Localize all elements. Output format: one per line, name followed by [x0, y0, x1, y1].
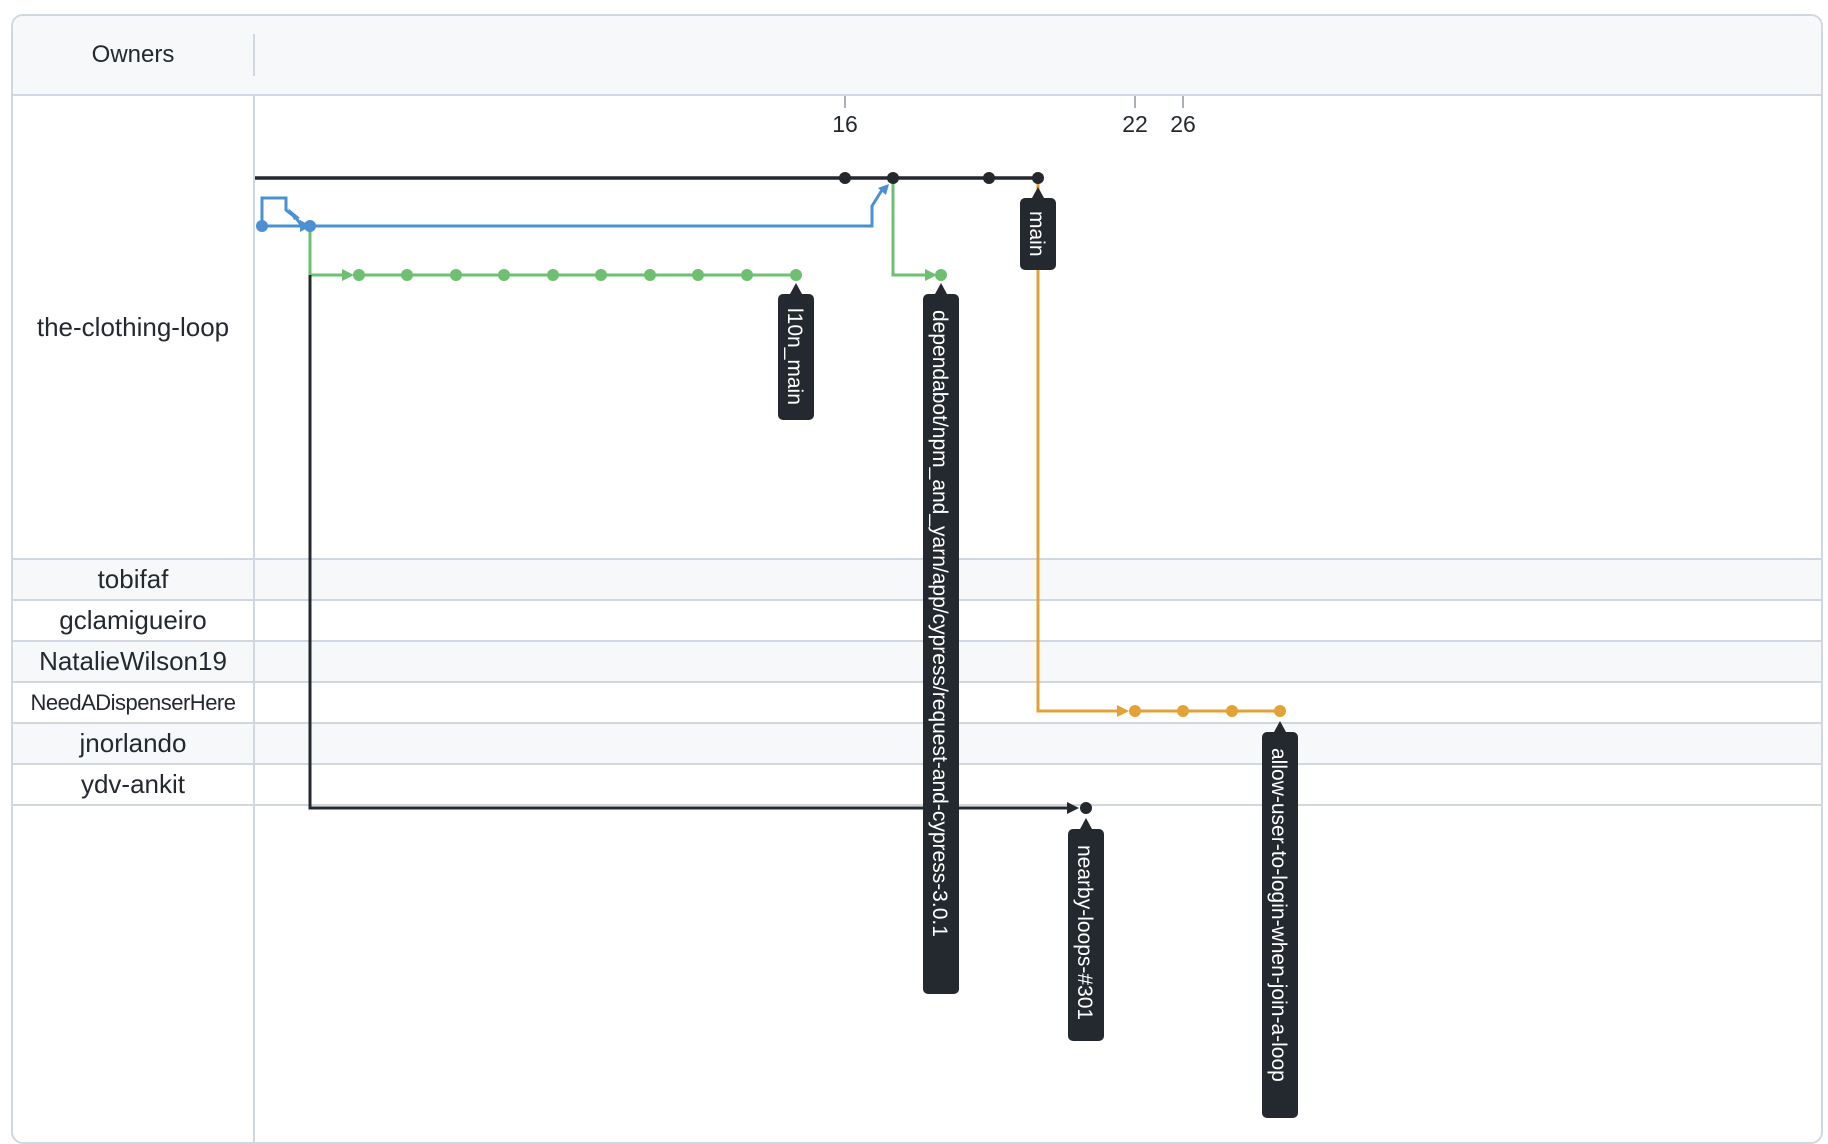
branch-arrow — [925, 269, 937, 281]
owner-row[interactable]: tobifaf — [13, 560, 253, 601]
commit-dot[interactable] — [450, 269, 462, 281]
commit-dot[interactable] — [256, 220, 268, 232]
branch-label-dependabot[interactable]: dependabot/npm_and_yarn/app/cypress/requ… — [923, 283, 959, 994]
branch-dependabot-line — [891, 178, 926, 277]
commit-dot[interactable] — [1177, 705, 1189, 717]
commit-dot[interactable] — [1274, 705, 1286, 717]
date-ticks: 16 22 26 — [832, 96, 1196, 137]
tick-label: 22 — [1122, 111, 1148, 137]
commit-dot[interactable] — [1080, 802, 1092, 814]
commit-dot[interactable] — [983, 172, 995, 184]
commit-dot[interactable] — [935, 269, 947, 281]
branch-label-text: main — [1025, 211, 1048, 257]
commit-dot[interactable] — [887, 172, 899, 184]
branch-label-main[interactable]: main — [1020, 187, 1056, 270]
tick-label: 26 — [1170, 111, 1196, 137]
branch-label-l10n[interactable]: l10n_main — [778, 283, 814, 420]
branch-l10n-line — [308, 226, 796, 277]
commit-dot[interactable] — [401, 269, 413, 281]
owner-name: NatalieWilson19 — [39, 646, 227, 676]
commit-dot[interactable] — [644, 269, 656, 281]
owner-row[interactable]: jnorlando — [13, 724, 253, 765]
branch-label-allow-user[interactable]: allow-user-to-login-when-join-a-loop — [1262, 721, 1298, 1118]
commit-dot[interactable] — [353, 269, 365, 281]
commit-dot[interactable] — [547, 269, 559, 281]
commit-dot[interactable] — [839, 172, 851, 184]
owner-name: the-clothing-loop — [36, 311, 230, 342]
graph-row-band — [255, 765, 1821, 806]
owners-column-title: Owners — [91, 41, 175, 68]
commit-dot[interactable] — [498, 269, 510, 281]
owner-name: ydv-ankit — [80, 769, 186, 799]
owner-row[interactable]: ydv-ankit — [13, 765, 253, 806]
commit-dot[interactable] — [1226, 705, 1238, 717]
branch-arrow — [288, 208, 300, 220]
tick-label: 16 — [832, 111, 858, 137]
commit-dot[interactable] — [741, 269, 753, 281]
branch-label-text: l10n_main — [783, 308, 806, 405]
owner-row[interactable]: NatalieWilson19 — [13, 642, 253, 683]
branch-label-text: nearby-loops-#301 — [1073, 845, 1096, 1020]
branch-nearby-line — [308, 275, 1068, 810]
branch-blue-line — [260, 189, 884, 228]
branch-arrow — [1067, 802, 1079, 814]
commit-dot[interactable] — [1129, 705, 1141, 717]
branch-allow-user-line — [1036, 178, 1280, 713]
owner-row[interactable]: NeedADispenserHere — [13, 683, 253, 724]
owner-name: gclamigueiro — [59, 605, 207, 635]
commit-dots — [256, 172, 1286, 814]
branch-label-text: dependabot/npm_and_yarn/app/cypress/requ… — [928, 310, 951, 937]
owner-name: NeedADispenserHere — [30, 689, 237, 715]
commit-dot[interactable] — [692, 269, 704, 281]
graph-row-band — [255, 683, 1821, 724]
owner-name: jnorlando — [79, 728, 187, 758]
header-divider — [253, 34, 255, 76]
branch-arrow — [342, 269, 354, 281]
commit-dot[interactable] — [304, 220, 316, 232]
commit-dot[interactable] — [1032, 172, 1044, 184]
branch-arrow — [878, 184, 889, 195]
branch-arrow — [1117, 705, 1129, 717]
owner-name: tobifaf — [97, 564, 169, 594]
graph-header: Owners — [13, 16, 1821, 96]
branch-label-nearby[interactable]: nearby-loops-#301 — [1068, 818, 1104, 1041]
owner-row[interactable]: gclamigueiro — [13, 601, 253, 642]
commit-dot[interactable] — [790, 269, 802, 281]
owners-divider — [253, 96, 255, 1142]
graph-row-band — [255, 724, 1821, 765]
branch-label-text: allow-user-to-login-when-join-a-loop — [1267, 748, 1290, 1082]
owner-row[interactable]: the-clothing-loop — [13, 96, 253, 560]
commit-dot[interactable] — [595, 269, 607, 281]
